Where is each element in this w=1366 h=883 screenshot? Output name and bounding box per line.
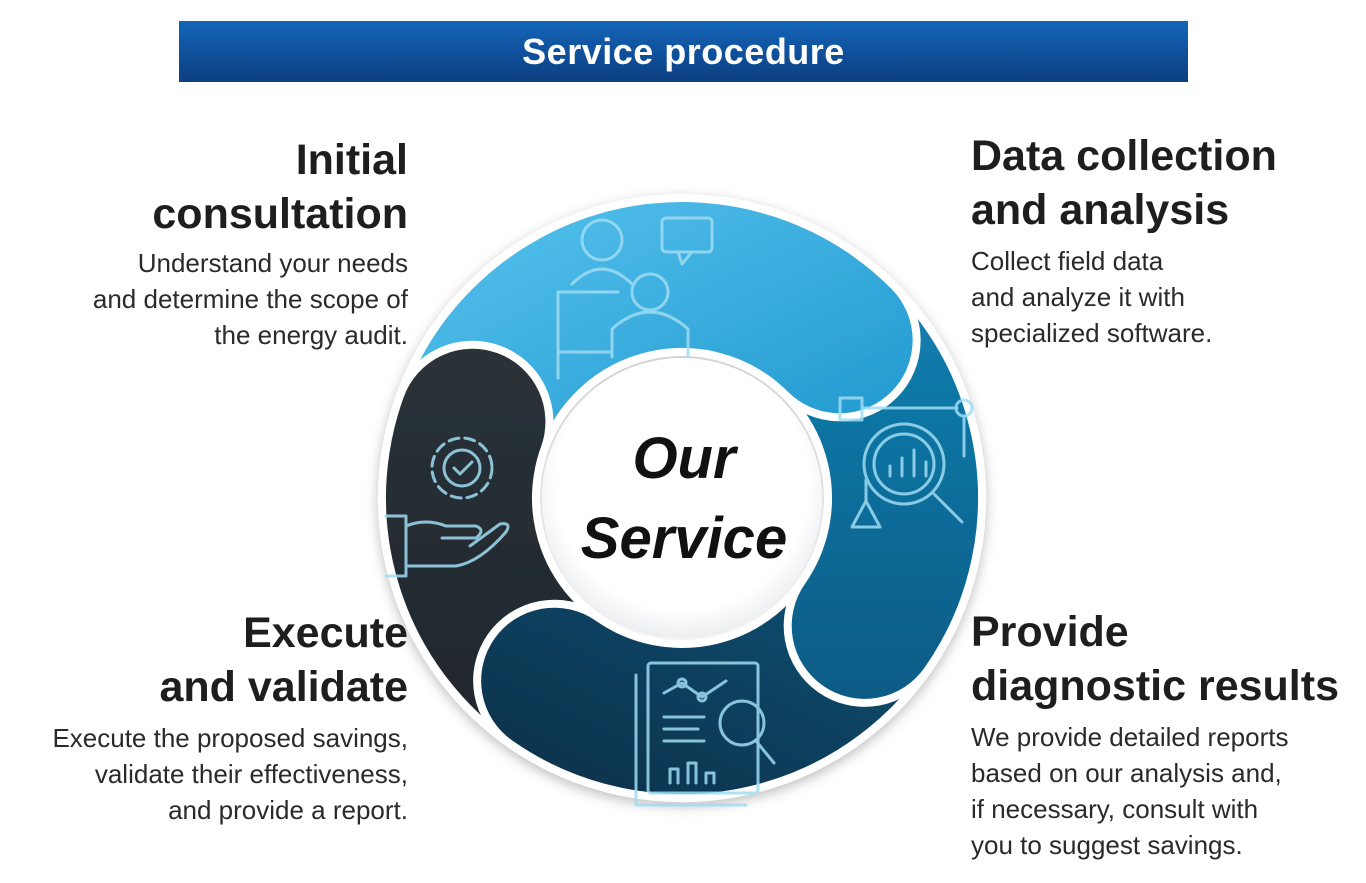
step-diagnostic-results: Provide diagnostic results We provide de… [971, 605, 1366, 863]
gear-hand-icon [384, 436, 510, 578]
step-data-collection: Data collection and analysis Collect fie… [971, 129, 1366, 351]
step-initial-consultation: Initial consultation Understand your nee… [0, 133, 408, 353]
center-circle [542, 358, 822, 638]
center-text-line1: Our [632, 426, 739, 491]
step-title: Initial consultation [152, 136, 408, 238]
report-document-icon [634, 661, 776, 807]
step-title: Provide diagnostic results [971, 608, 1339, 710]
step-title: Data collection and analysis [971, 132, 1277, 234]
data-analysis-magnifier-icon [838, 396, 974, 529]
title-banner: Service procedure [179, 21, 1188, 82]
step-description: Execute the proposed savings, validate t… [52, 723, 408, 825]
segment-consultation [396, 194, 921, 450]
consultation-people-icon [556, 216, 714, 380]
center-text-line2: Service [581, 506, 787, 571]
banner-title: Service procedure [522, 30, 845, 72]
step-description: Collect field data and analyze it with s… [971, 246, 1213, 348]
step-execute-validate: Execute and validate Execute the propose… [0, 606, 408, 828]
step-description: We provide detailed reports based on our… [971, 722, 1289, 860]
step-title: Execute and validate [159, 609, 408, 711]
step-description: Understand your needs and determine the … [92, 248, 408, 350]
